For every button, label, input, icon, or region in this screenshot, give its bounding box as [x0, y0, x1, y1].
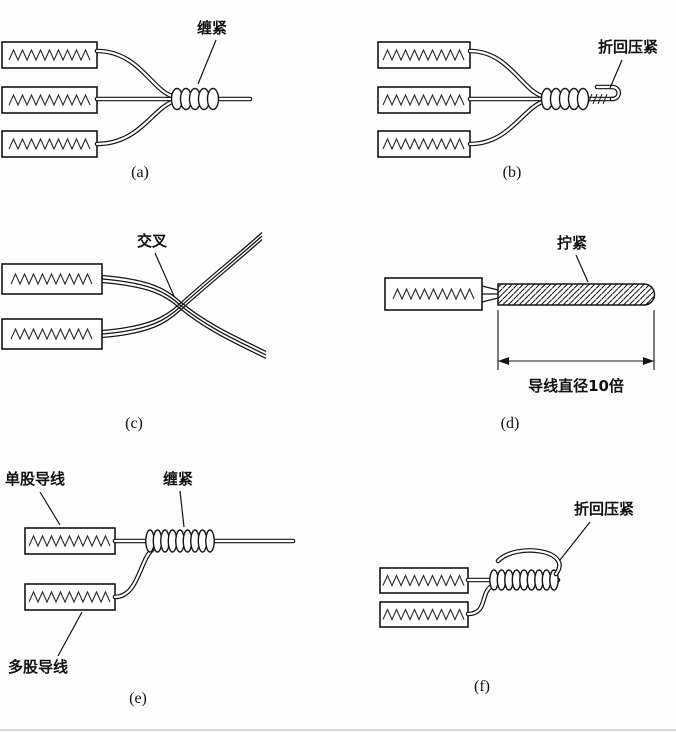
panel-e: 单股导线 缠紧 多股导线 (e)	[5, 470, 296, 707]
panel-c: 交叉 (c)	[1, 232, 267, 432]
label-fold-b: 折回压紧	[598, 38, 658, 56]
label-twist-d: 拧紧	[557, 234, 587, 252]
label-wrap-a: 缠紧	[197, 19, 227, 37]
caption-d: (d)	[501, 415, 520, 432]
panel-a: 缠紧 (a)	[1, 19, 253, 181]
leader-line-c	[154, 252, 175, 297]
insulated-wire-d	[384, 277, 483, 311]
caption-f: (f)	[474, 678, 490, 695]
insulated-wires-b	[377, 41, 471, 158]
insulated-wires-f	[379, 567, 469, 628]
insulated-wires-c	[1, 263, 103, 350]
folded-end-f	[495, 548, 562, 577]
twisted-section-d	[497, 283, 656, 306]
neck-strands-d	[481, 285, 499, 303]
label-fold-f: 折回压紧	[574, 500, 634, 518]
wrap-coil-f	[489, 569, 559, 591]
label-wrap-e: 缠紧	[163, 470, 193, 488]
leader-line-b	[609, 59, 623, 89]
insulated-wires-a	[1, 41, 98, 158]
label-single-strand-e: 单股导线	[5, 470, 65, 488]
crossed-strands-c	[101, 232, 267, 360]
leader-line-single-e	[39, 491, 61, 526]
leader-line-multi-e	[57, 611, 83, 657]
panel-f: 折回压紧 (f)	[379, 500, 634, 695]
panel-d: 拧紧 导线直径10倍 (d)	[384, 234, 656, 432]
leader-line-a	[197, 39, 217, 85]
label-multi-strand-e: 多股导线	[8, 658, 68, 676]
caption-a: (a)	[131, 164, 149, 181]
dimension-d: 导线直径10倍	[497, 310, 655, 395]
leader-line-wrap-e	[179, 490, 185, 528]
caption-b: (b)	[503, 164, 522, 181]
twist-coil-a	[170, 87, 220, 111]
dimension-text-d: 导线直径10倍	[528, 377, 624, 395]
wrap-coil-e	[145, 529, 215, 553]
label-cross-c: 交叉	[137, 232, 168, 250]
leader-line-f	[559, 521, 591, 561]
insulated-wires-e	[24, 527, 116, 611]
caption-e: (e)	[129, 690, 147, 707]
panel-b: 折回压紧 (b)	[377, 38, 658, 181]
twist-coil-b	[540, 87, 590, 111]
folded-end-b	[587, 84, 622, 105]
caption-c: (c)	[125, 415, 143, 432]
leader-line-d	[575, 254, 589, 283]
